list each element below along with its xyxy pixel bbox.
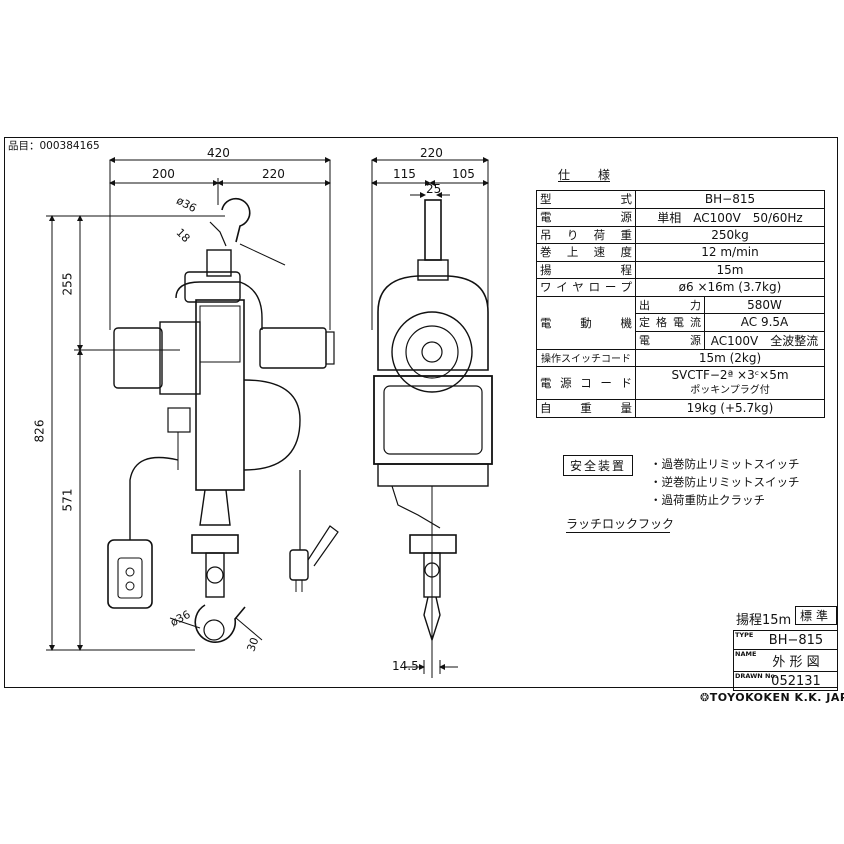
dim-height-lower: 571 xyxy=(60,488,75,512)
title-type-cell: TYPE BH−815 xyxy=(733,630,838,650)
spec-value-note: ポッキンプラグ付 xyxy=(690,385,770,396)
spec-row: 吊り荷重 250kg xyxy=(536,225,825,244)
title-drawn-label: DRAWN No. xyxy=(735,672,778,680)
dim-front-right-width: 220 xyxy=(262,167,285,181)
spec-key: 電 源 xyxy=(536,207,636,227)
dim-height-upper: 255 xyxy=(60,272,75,296)
safety-label: 安全装置 xyxy=(563,455,634,476)
title-drawn-value: 052131 xyxy=(771,673,821,689)
spec-row: 電動機 出 力 580W xyxy=(536,295,825,350)
dim-wire-offset: 14.5 xyxy=(392,659,419,673)
spec-row: 操作スイッチコード 15m (2kg) xyxy=(536,348,825,367)
spec-key: 電源コード xyxy=(536,366,636,400)
spec-row: 電 源 AC100V 全波整流 xyxy=(537,330,825,350)
standard-badge: 標準 xyxy=(795,606,838,625)
spec-value: 15m (2kg) xyxy=(635,348,825,367)
spec-row: 揚 程 15m xyxy=(536,260,825,279)
safety-item: ・過荷重防止クラッチ xyxy=(650,493,765,507)
spec-title: 仕 様 xyxy=(558,168,619,182)
part-number: 品目：000384165 xyxy=(8,140,100,152)
spec-value: AC 9.5A xyxy=(704,313,825,332)
title-drawn-cell: DRAWN No. 052131 xyxy=(733,671,838,691)
spec-row: 自 重 量 19kg (+5.7kg) xyxy=(536,399,825,418)
spec-row: 巻上速度 12 m/min xyxy=(536,243,825,262)
spec-row: 電源コード SVCTF−2ª ×3ᶜ×5m ポッキンプラグ付 xyxy=(536,366,825,400)
spec-key: 操作スイッチコード xyxy=(536,348,636,367)
title-block: TYPE BH−815 NAME 外 形 図 DRAWN No. 052131 xyxy=(733,630,838,691)
spec-value: 12 m/min xyxy=(635,243,825,262)
dim-side-top-width: 25 xyxy=(426,182,442,196)
dim-side-left-width: 115 xyxy=(393,167,416,181)
safety-item: ・逆巻防止リミットスイッチ xyxy=(650,475,800,489)
spec-row: 定格電流 AC 9.5A xyxy=(537,313,825,332)
spec-value: ø6 ×16m (3.7kg) xyxy=(635,278,825,297)
spec-title-underline xyxy=(558,181,610,182)
stroke-label: 揚程15m xyxy=(736,613,792,628)
spec-key: 自 重 量 xyxy=(536,399,636,418)
latch-hook-label: ラッチロックフック xyxy=(566,517,675,531)
spec-key: 吊り荷重 xyxy=(536,225,636,244)
spec-key: 巻上速度 xyxy=(536,243,636,262)
latch-hook-underline xyxy=(566,532,670,533)
spec-value: 単相 AC100V 50/60Hz xyxy=(635,207,825,227)
drawing-border xyxy=(4,137,838,688)
title-name-label: NAME xyxy=(735,650,757,658)
title-name-value: 外 形 図 xyxy=(772,655,820,670)
spec-subkey: 定格電流 xyxy=(635,313,705,332)
spec-value: 580W xyxy=(704,295,825,314)
spec-value: BH−815 xyxy=(635,190,825,209)
spec-row: ワイヤロープ ø6 ×16m (3.7kg) xyxy=(536,278,825,297)
spec-subkey: 電 源 xyxy=(635,330,705,350)
spec-value: 19kg (+5.7kg) xyxy=(635,399,825,418)
dim-front-total-width: 420 xyxy=(207,146,230,160)
title-type-value: BH−815 xyxy=(768,632,824,648)
spec-key: 揚 程 xyxy=(536,260,636,279)
spec-key-motor: 電動機 xyxy=(536,295,636,350)
spec-value: 15m xyxy=(635,260,825,279)
spec-key: ワイヤロープ xyxy=(536,278,636,297)
spec-value-cell: SVCTF−2ª ×3ᶜ×5m ポッキンプラグ付 xyxy=(635,366,825,400)
dim-side-total-width: 220 xyxy=(420,146,443,160)
spec-subkey: 出 力 xyxy=(635,295,705,314)
spec-row: 型 式 BH−815 xyxy=(536,190,825,209)
spec-row: 電 源 単相 AC100V 50/60Hz xyxy=(536,207,825,227)
title-type-label: TYPE xyxy=(735,631,754,639)
spec-table: 型 式 BH−815 電 源 単相 AC100V 50/60Hz 吊り荷重 25… xyxy=(536,190,825,418)
dim-side-right-width: 105 xyxy=(452,167,475,181)
spec-value: SVCTF−2ª ×3ᶜ×5m xyxy=(671,368,789,382)
dim-height-total: 826 xyxy=(32,419,47,443)
dim-front-left-width: 200 xyxy=(152,167,175,181)
spec-value: AC100V 全波整流 xyxy=(704,330,825,350)
maker-name: ❂TOYOKOKEN K.K. JAPAN xyxy=(700,691,844,704)
title-name-cell: NAME 外 形 図 xyxy=(733,649,838,672)
safety-item: ・過巻防止リミットスイッチ xyxy=(650,457,800,471)
spec-key: 型 式 xyxy=(536,190,636,209)
spec-value: 250kg xyxy=(635,225,825,244)
